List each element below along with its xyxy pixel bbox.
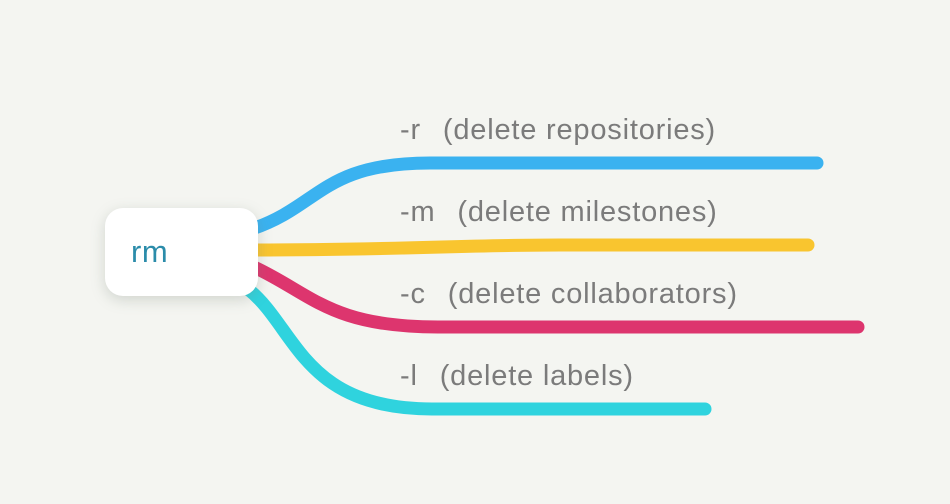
branch-line-c	[247, 260, 865, 334]
branch-flag: -l	[400, 359, 418, 392]
branch-node-r[interactable]: -r (delete repositories)	[400, 112, 716, 148]
branch-desc: (delete repositories)	[442, 113, 717, 146]
branch-flag: -r	[400, 113, 421, 146]
root-node-label: rm	[131, 234, 169, 269]
branch-node-m[interactable]: -m (delete milestones)	[400, 194, 718, 230]
branch-flag: -c	[400, 277, 426, 310]
branch-desc: (delete labels)	[439, 359, 634, 392]
branch-desc: (delete milestones)	[457, 195, 718, 228]
branch-line-m	[245, 238, 815, 257]
branch-flag: -m	[400, 195, 436, 228]
branch-desc: (delete collaborators)	[447, 277, 738, 310]
branch-node-l[interactable]: -l (delete labels)	[400, 358, 634, 394]
root-node-rm[interactable]: rm	[105, 208, 258, 296]
branch-node-c[interactable]: -c (delete collaborators)	[400, 276, 738, 312]
branch-line-l	[241, 282, 712, 416]
branch-line-r	[245, 156, 824, 236]
